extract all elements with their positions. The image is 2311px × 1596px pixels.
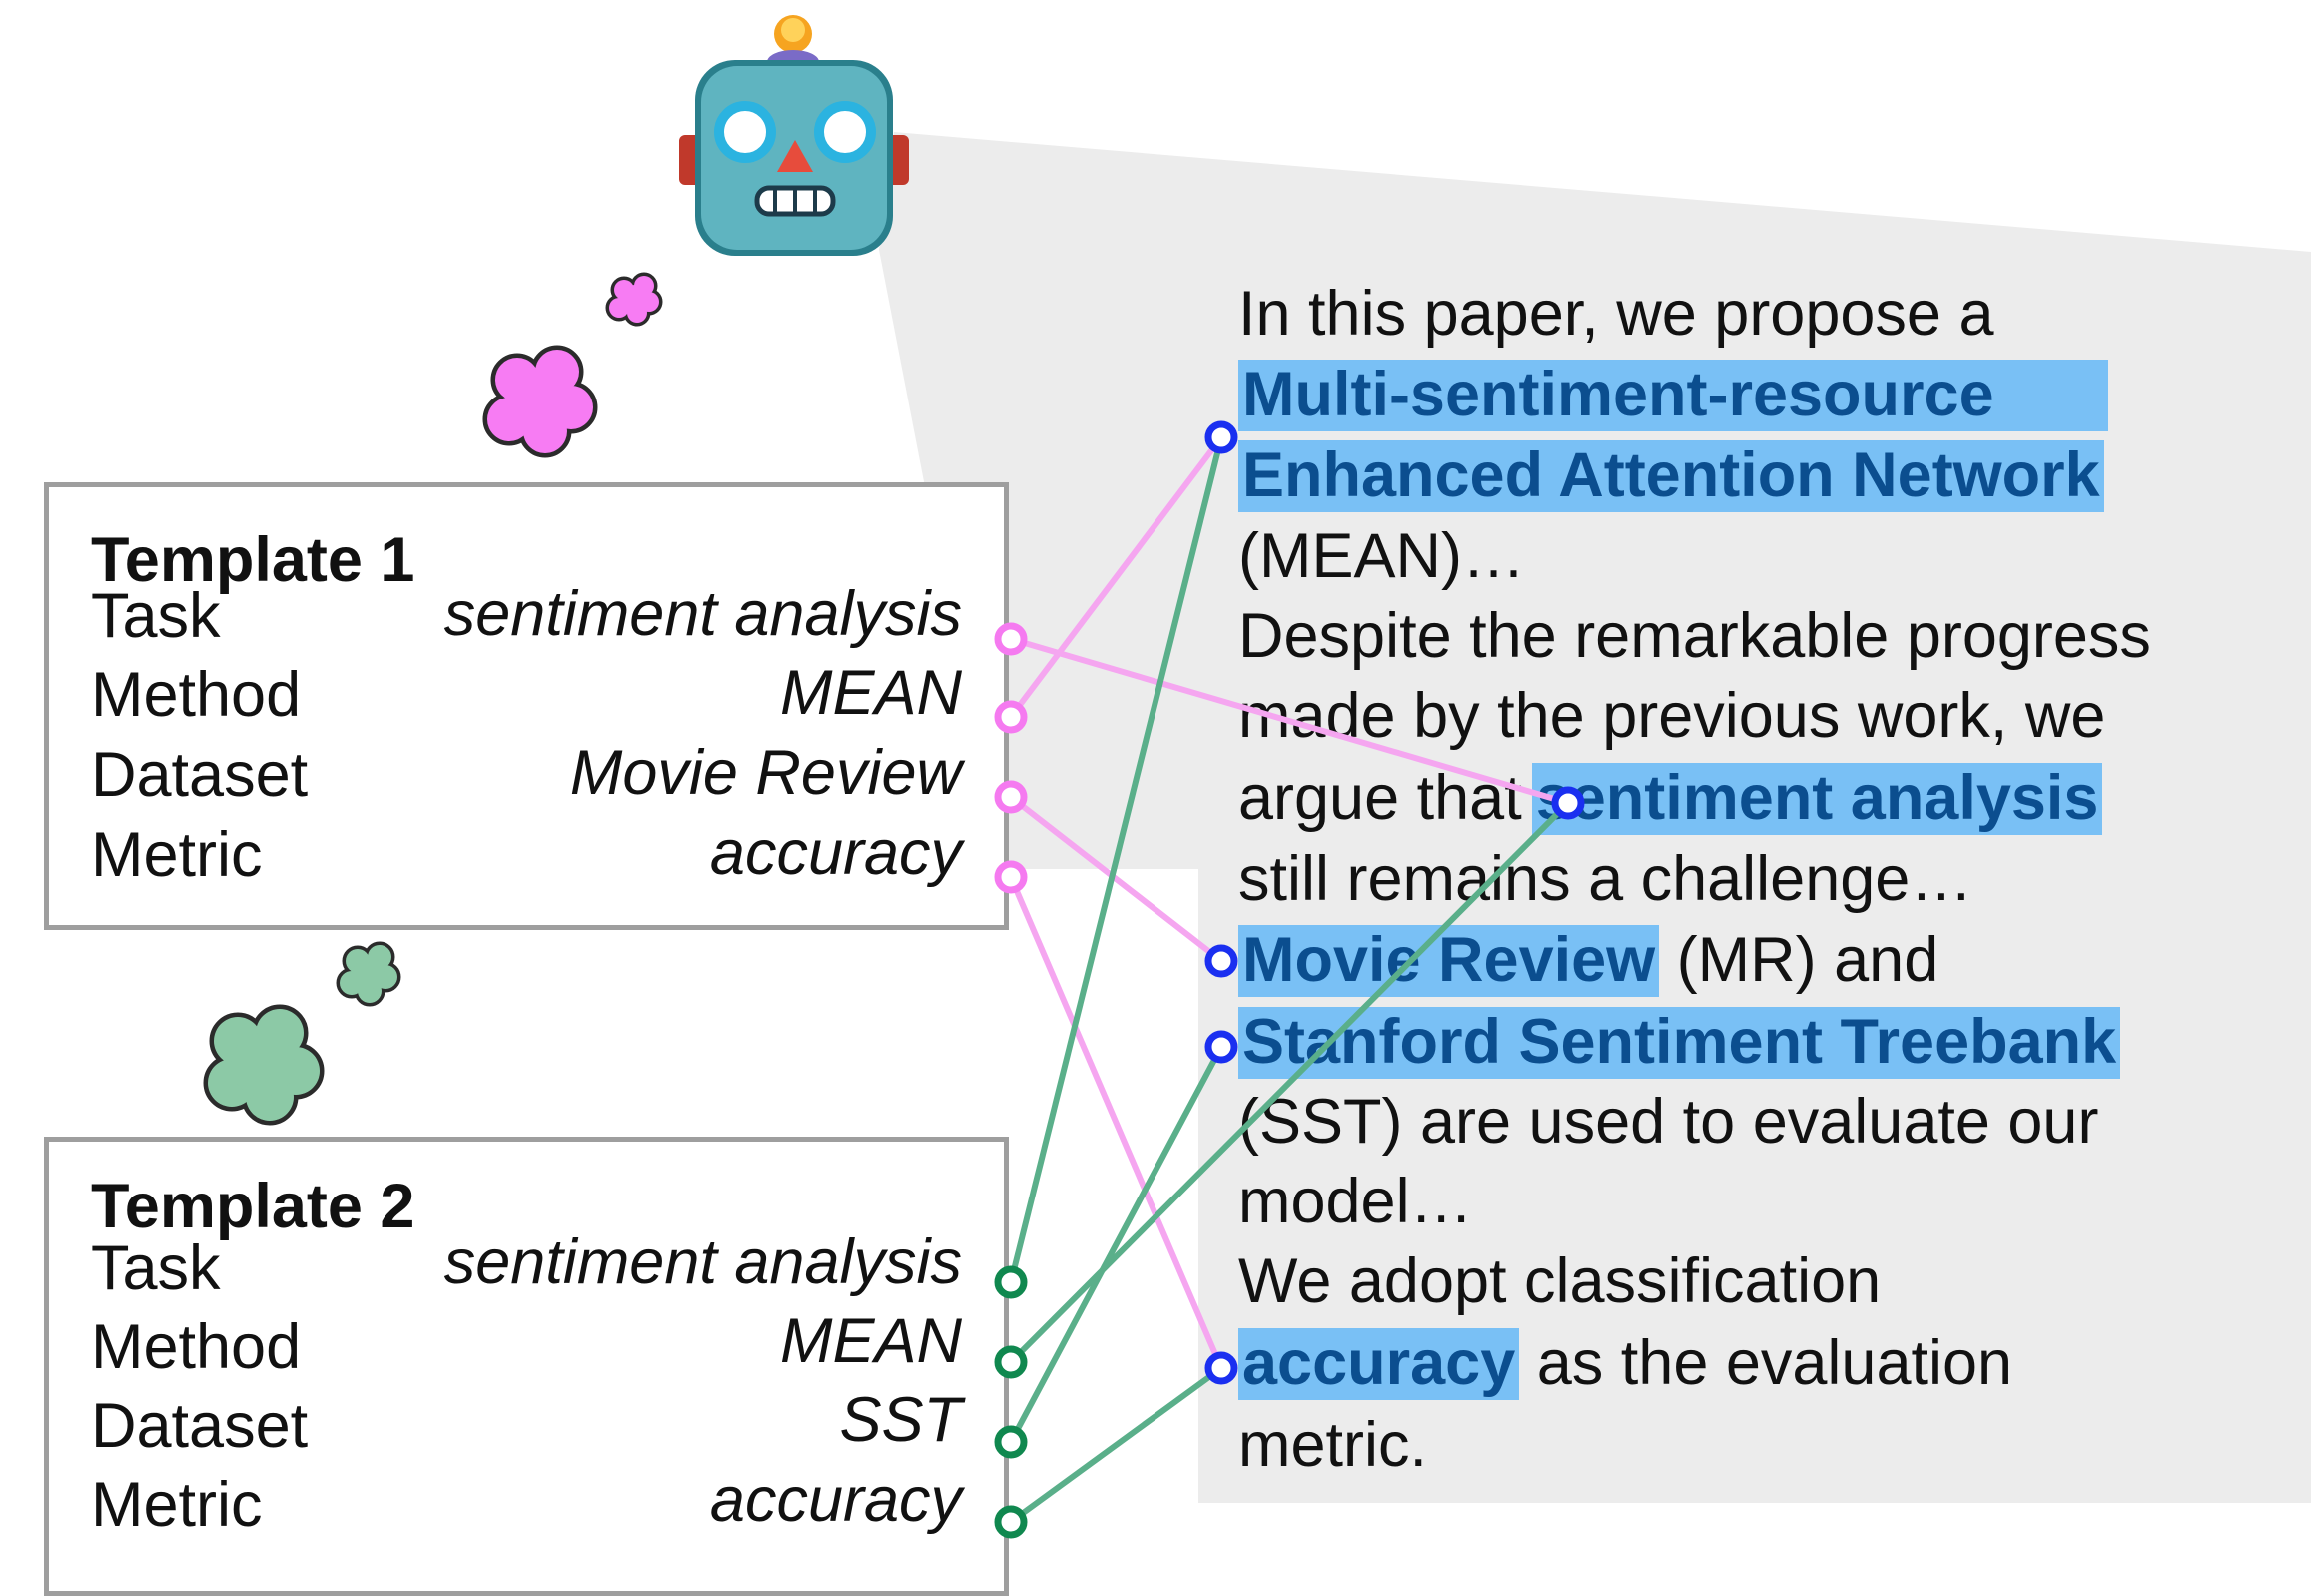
highlighted-dataset-span: Stanford Sentiment Treebank: [1238, 1007, 2121, 1079]
template-row-value: sentiment analysis: [443, 579, 962, 649]
template-row-label: Metric: [91, 1470, 263, 1540]
template-2-box: Template 2 Task sentiment analysis Metho…: [44, 1137, 1009, 1596]
paragraph-line: model…: [1238, 1167, 1473, 1236]
template-row-value: sentiment analysis: [443, 1227, 962, 1297]
template-title: Template 1: [91, 525, 415, 595]
template-row-value: MEAN: [779, 658, 962, 728]
template-row-value: accuracy: [709, 1465, 962, 1535]
paragraph-line: In this paper, we propose a: [1238, 279, 1994, 349]
highlighted-method-span: Multi-sentiment-resource: [1238, 360, 2108, 431]
paragraph-line: (MEAN)…: [1238, 521, 1525, 591]
highlighted-task-span: sentiment analysis: [1531, 763, 2103, 835]
thought-bubble-icon: [336, 941, 401, 1007]
paragraph-line: metric.: [1238, 1410, 1427, 1480]
paragraph-line: Enhanced Attention Network: [1238, 440, 2104, 512]
template-row-label: Method: [91, 1312, 302, 1382]
template-row-value: accuracy: [709, 818, 962, 888]
template-row-value: SST: [839, 1385, 962, 1455]
paragraph-line: Movie Review (MR) and: [1238, 925, 1938, 997]
thought-bubble-icon: [482, 345, 598, 458]
paragraph-text: as the evaluation: [1519, 1328, 2013, 1398]
paragraph-line: Multi-sentiment-resource: [1238, 360, 2108, 431]
template-row-label: Dataset: [91, 740, 309, 810]
template-row-value: Movie Review: [569, 738, 962, 808]
paragraph-line: Despite the remarkable progress: [1238, 601, 2151, 671]
paragraph-line: Stanford Sentiment Treebank: [1238, 1007, 2121, 1079]
template-title: Template 2: [91, 1172, 415, 1241]
robot-face-icon: [679, 15, 909, 256]
paragraph-line: We adopt classification: [1238, 1246, 1882, 1316]
template-row-label: Dataset: [91, 1391, 309, 1461]
highlighted-dataset-span: Movie Review: [1238, 925, 1660, 997]
paragraph-line: made by the previous work, we: [1238, 681, 2106, 751]
paragraph-line: accuracy as the evaluation: [1238, 1328, 2012, 1400]
paragraph-text: argue that: [1238, 763, 1522, 833]
thought-bubble-icon: [605, 272, 663, 327]
template-row-label: Metric: [91, 820, 263, 890]
paragraph-text: (MR) and: [1659, 925, 1939, 995]
paragraph-line: (SST) are used to evaluate our: [1238, 1087, 2099, 1157]
template-1-box: Template 1 Task sentiment analysis Metho…: [44, 482, 1009, 930]
highlighted-method-span: Enhanced Attention Network: [1238, 440, 2104, 512]
paragraph-line: still remains a challenge…: [1238, 844, 1973, 914]
template-row-value: MEAN: [779, 1306, 962, 1376]
highlighted-metric-span: accuracy: [1238, 1328, 1520, 1400]
template-row-label: Task: [91, 1233, 221, 1303]
thought-bubble-icon: [203, 1004, 325, 1126]
template-row-label: Method: [91, 660, 302, 730]
template-row-label: Task: [91, 581, 221, 651]
